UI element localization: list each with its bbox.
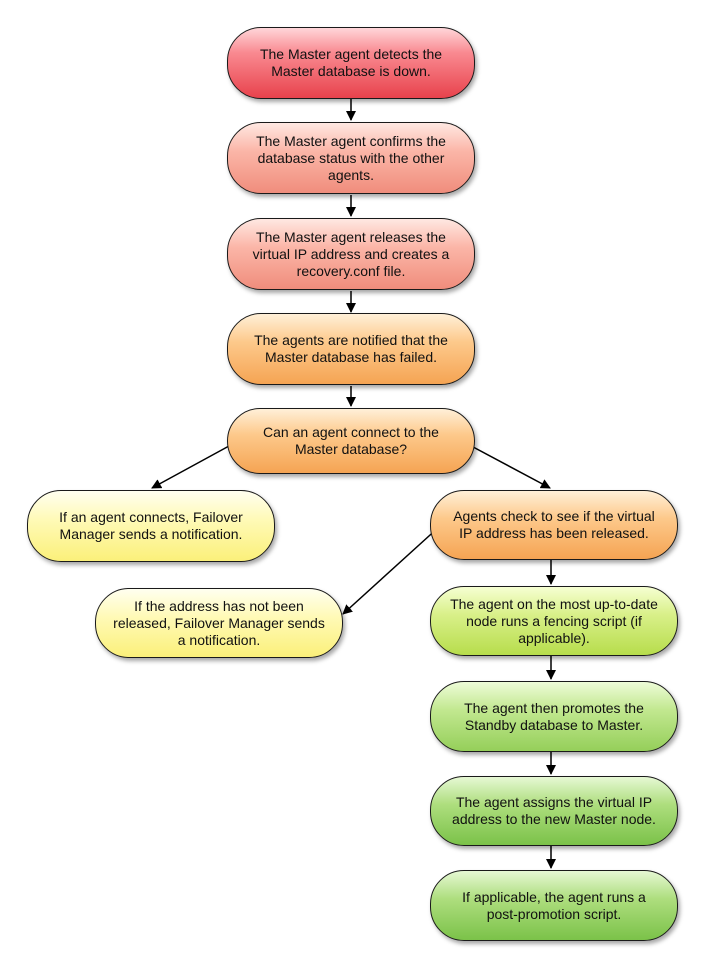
arrow-check-to-not-released bbox=[342, 525, 441, 615]
step-post-promotion-script: If applicable, the agent runs a post-pro… bbox=[430, 870, 678, 941]
arrow-question-to-check bbox=[459, 439, 551, 489]
arrow-question-to-connects bbox=[151, 439, 241, 489]
step-run-fencing-script: The agent on the most up-to-date node ru… bbox=[430, 586, 678, 656]
step-promote-standby: The agent then promotes the Standby data… bbox=[430, 681, 678, 752]
step-detect-master-down: The Master agent detects the Master data… bbox=[227, 27, 475, 99]
step-agents-notified: The agents are notified that the Master … bbox=[227, 313, 475, 385]
decision-agent-connect: Can an agent connect to the Master datab… bbox=[227, 408, 475, 474]
step-agent-connects-notification: If an agent connects, Failover Manager s… bbox=[27, 490, 275, 562]
step-not-released-notification: If the address has not been released, Fa… bbox=[95, 588, 343, 658]
step-assign-virtual-ip: The agent assigns the virtual IP address… bbox=[430, 776, 678, 846]
step-check-ip-released: Agents check to see if the virtual IP ad… bbox=[430, 490, 678, 560]
step-confirm-status: The Master agent confirms the database s… bbox=[227, 122, 475, 194]
step-release-virtual-ip: The Master agent releases the virtual IP… bbox=[227, 218, 475, 290]
